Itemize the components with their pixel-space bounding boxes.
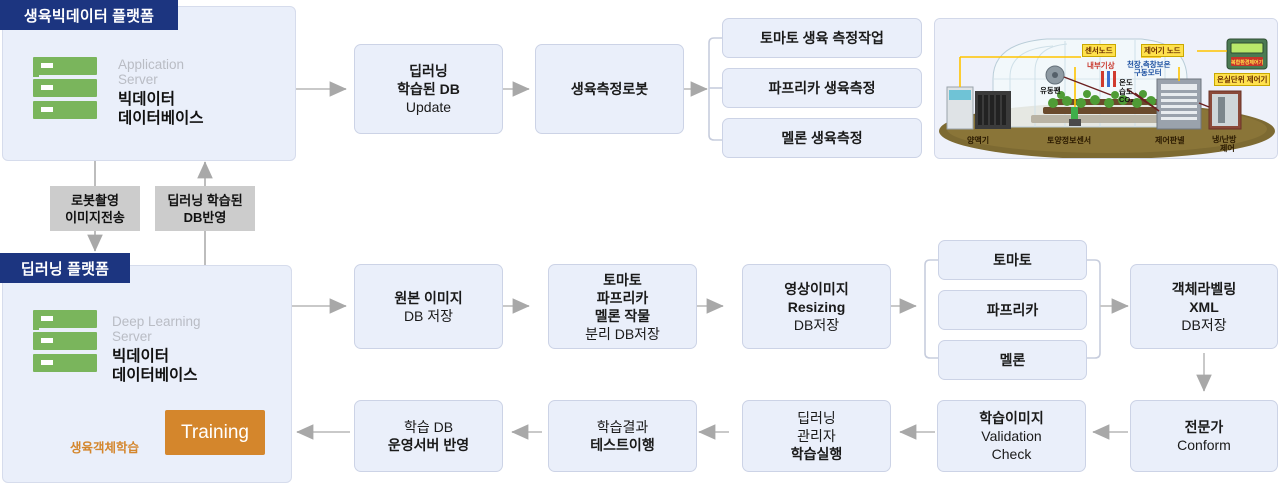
training-image-validation-box[interactable]: 학습이미지 Validation Check [937,400,1086,472]
deeplearning-manager-run-line1: 딥러닝 [797,410,836,426]
crop-split-db-line3: 멜론 작물 [594,307,651,324]
object-labeling-xml-line1: 객체라벨링 [1171,280,1237,297]
melon-growth-measure-box[interactable]: 멜론 생육측정 [722,118,922,158]
greenhouse-text-soil-sensor: 토양정보센서 [1047,136,1092,145]
chip-robot-image: 로봇촬영 이미지전송 [50,186,140,231]
growth-measure-robot-box[interactable]: 생육측정로봇 [535,44,684,134]
greenhouse-text-cooling-heating-2: 제어 [1220,144,1235,153]
greenhouse-text-co2: CO₂ [1119,95,1134,104]
chip-robot-image-line2: 이미지전송 [65,209,125,225]
chip-deeplearning-db-line2: DB반영 [183,209,227,225]
training-result-test-line1: 학습결과 [596,419,649,435]
server-rack-icon [33,310,97,372]
server-rack-icon [33,57,97,119]
greenhouse-text-cooling-heating-1: 냉/난방 [1212,135,1237,144]
deeplearning-db-update-box[interactable]: 딥러닝 학습된 DB Update [354,44,503,134]
object-labeling-xml-box[interactable]: 객체라벨링 XML DB저장 [1130,264,1278,349]
training-loop-label: 생육객체학습 [70,441,140,455]
chip-robot-image-line1: 로봇촬영 [71,192,119,208]
deeplearning-server-subtitle-line1: Deep Learning [112,314,201,329]
crop-split-db-box[interactable]: 토마토 파프리카 멜론 작물 분리 DB저장 [548,264,697,349]
deeplearning-manager-run-line2: 관리자 [797,428,836,444]
training-box[interactable]: Training [165,410,265,455]
smart-greenhouse-diagram: 센서노드 제어기 노드 온실단위 제어기 내부기상 천장,측창보온 구동모터 온… [934,18,1278,159]
crop-melon-box[interactable]: 멜론 [938,340,1087,380]
original-image-db-line1: 원본 이미지 [394,289,463,306]
chip-deeplearning-db-line1: 딥러닝 학습된 [167,192,243,208]
object-labeling-xml-line2: XML [1189,298,1219,315]
deeplearning-manager-run-box[interactable]: 딥러닝 관리자 학습실행 [742,400,891,472]
image-resizing-db-line3: DB저장 [793,316,840,333]
crop-split-db-line4: 분리 DB저장 [585,325,660,342]
training-db-to-server-line2: 운영서버 반영 [387,437,470,453]
greenhouse-text-humidity: 습도 [1119,87,1133,96]
tomato-growth-task-box[interactable]: 토마토 생육 측정작업 [722,18,922,58]
deeplearning-db-update-line3: Update [405,99,452,115]
greenhouse-text-internal-weather: 내부기상 [1087,61,1115,70]
greenhouse-callout-sensor-node: 센서노드 [1082,44,1116,57]
crop-split-db-line2: 파프리카 [596,289,649,306]
training-image-validation-line2: Validation [981,428,1042,444]
original-image-db-box[interactable]: 원본 이미지 DB 저장 [354,264,503,349]
greenhouse-text-nutrient-supplier: 양액기 [967,136,990,145]
greenhouse-callout-unit-controller: 온실단위 제어기 [1214,73,1271,86]
bigdata-server-title-line1: 빅데이터 [118,91,176,108]
training-result-test-line2: 테스트이행 [590,437,655,453]
greenhouse-device-screen-label: 복합환경제어기 [1231,60,1264,66]
deeplearning-server-title-line2: 데이터베이스 [112,367,198,384]
deep-learning-platform-tab: 딥러닝 플랫폼 [0,253,130,283]
training-result-test-box[interactable]: 학습결과 테스트이행 [548,400,697,472]
expert-conform-line2: Conform [1177,437,1231,453]
deeplearning-server-title-line1: 빅데이터 [112,348,170,365]
deeplearning-server-subtitle-line2: Server [112,329,152,344]
training-image-validation-line1: 학습이미지 [979,410,1044,426]
original-image-db-line2: DB 저장 [403,307,454,324]
bigdata-server-text: Application Server 빅데이터 데이터베이스 [118,57,283,128]
greenhouse-text-control-panel: 제어판넬 [1155,136,1185,145]
greenhouse-text-ceiling-motor-2: 구동모터 [1134,68,1162,77]
bigdata-server-subtitle-line2: Server [118,72,158,87]
object-labeling-xml-line3: DB저장 [1181,316,1227,333]
greenhouse-text-ceiling-motor-1: 천장,측창보온 [1127,60,1171,69]
bigdata-server-subtitle-line1: Application [118,57,185,72]
deeplearning-server-text: Deep Learning Server 빅데이터 데이터베이스 [112,314,287,385]
crop-paprika-box[interactable]: 파프리카 [938,290,1087,330]
melon-growth-measure-label: 멜론 생육측정 [781,130,863,146]
paprika-growth-measure-box[interactable]: 파프리카 생육측정 [722,68,922,108]
greenhouse-text-circulation-fan: 유동팬 [1040,86,1061,95]
crop-split-db-line1: 토마토 [603,271,642,288]
chip-deeplearning-db: 딥러닝 학습된 DB반영 [155,186,255,231]
training-image-validation-line3: Check [991,446,1032,462]
crop-melon-label: 멜론 [999,352,1026,368]
training-db-to-server-line1: 학습 DB [403,419,454,435]
crop-tomato-box[interactable]: 토마토 [938,240,1087,280]
image-resizing-db-line2: Resizing [787,298,846,315]
greenhouse-callout-controller-node: 제어기 노드 [1141,44,1184,57]
tomato-growth-task-label: 토마토 생육 측정작업 [760,30,884,46]
training-db-to-server-box[interactable]: 학습 DB 운영서버 반영 [354,400,503,472]
greenhouse-text-temperature: 온도 [1119,78,1133,87]
growth-bigdata-platform-tab: 생육빅데이터 플랫폼 [0,0,178,30]
expert-conform-box[interactable]: 전문가 Conform [1130,400,1278,472]
deeplearning-db-update-line1: 딥러닝 [409,63,448,79]
greenhouse-illustration [935,19,1277,158]
bigdata-server-title-line2: 데이터베이스 [118,110,204,127]
expert-conform-line1: 전문가 [1184,419,1224,435]
image-resizing-db-box[interactable]: 영상이미지 Resizing DB저장 [742,264,891,349]
deeplearning-manager-run-line3: 학습실행 [790,446,843,462]
crop-paprika-label: 파프리카 [986,302,1039,318]
paprika-growth-measure-label: 파프리카 생육측정 [768,80,876,96]
crop-tomato-label: 토마토 [993,252,1032,268]
image-resizing-db-line1: 영상이미지 [784,280,849,297]
growth-measure-robot-label: 생육측정로봇 [570,81,649,97]
deeplearning-db-update-line2: 학습된 DB [397,81,460,97]
